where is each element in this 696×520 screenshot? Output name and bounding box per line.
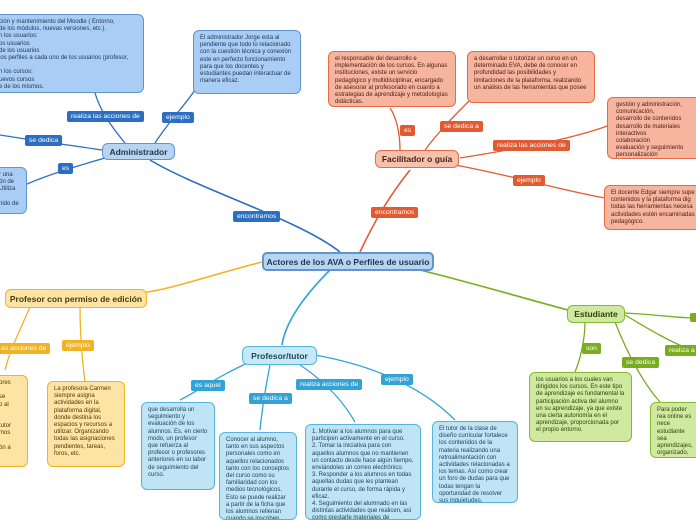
facilitador-title: Facilitador o guía (381, 154, 453, 164)
estudiante-right-tag (690, 313, 696, 322)
facilitador-dedica-note: a desarrollar o tutorizar un curso en un… (467, 51, 595, 103)
admin-acciones-note: ción y mantenimiento del Moodle ( Entorn… (0, 14, 144, 93)
estudiante-title: Estudiante (574, 309, 618, 319)
profesor-edicion-node[interactable]: Profesor con permiso de edición (5, 289, 147, 308)
link-fac-es (389, 107, 401, 151)
profesor-edicion-title: Profesor con permiso de edición (9, 293, 143, 304)
admin-es-note: r una ón de Utiliza nido de (0, 167, 27, 214)
estudiante-dedica-note: Para poder rea online es nece estudiante… (650, 402, 696, 458)
facilitador-ejemplo-note: El docente Edgar siempre supe contenidos… (604, 185, 696, 230)
edicion-acciones-note: ores se o al tutor mos ón a (0, 375, 28, 467)
edicion-ejemplo-tag: ejemplo (62, 340, 94, 351)
tutor-title: Profesor/tutor (251, 350, 308, 361)
admin-realiza-tag: realiza las acciones de (67, 111, 144, 122)
link-center-tutor (281, 269, 331, 346)
estudiante-son-tag: son (582, 343, 601, 354)
facilitador-realiza-tag: realiza las acciones de (493, 140, 570, 151)
facilitador-ejemplo-tag: ejemplo (513, 175, 545, 186)
facilitador-node[interactable]: Facilitador o guía (375, 150, 459, 168)
link-est-dedica (614, 321, 661, 403)
admin-title: Administrador (109, 146, 168, 157)
tutor-node[interactable]: Profesor/tutor (242, 346, 317, 365)
link-est-right (624, 312, 696, 319)
admin-ejemplo-note: El administrador Jorge esta al pendiente… (193, 30, 301, 94)
facilitador-acciones-note: gestión y administración, comunicación, … (607, 97, 696, 159)
tutor-esaquel-tag: es aquel (191, 380, 225, 391)
link-edicion-acciones (4, 306, 31, 371)
estudiante-realiza-tag: realiza a (665, 345, 696, 356)
estudiante-son-note: los usuarios a los cuales van dirigidos … (529, 372, 632, 442)
facilitador-es-tag: es (400, 125, 416, 136)
admin-encontramos-tag: encontramos (233, 211, 281, 222)
admin-es-tag: es (58, 163, 74, 174)
link-center-admin (149, 159, 341, 253)
tutor-ejemplo-note: El tutor de la clase de diseño curricula… (432, 421, 518, 503)
tutor-realiza-tag: realiza acciones de (296, 379, 363, 390)
link-admin-es (24, 157, 106, 186)
tutor-sededica-tag: se dedica a (249, 393, 292, 404)
link-est-son (574, 321, 586, 373)
link-center-edicion (139, 261, 263, 294)
tutor-esaquel-note: que desarrolla un seguimiento y evaluaci… (141, 402, 215, 490)
edicion-realiza-tag: as acciones de (0, 343, 51, 354)
estudiante-node[interactable]: Estudiante (567, 305, 625, 323)
admin-sededica-tag: se dedica (25, 135, 63, 146)
central-topic[interactable]: Actores de los AVA o Perfiles de usuario (262, 252, 434, 271)
central-topic-label: Actores de los AVA o Perfiles de usuario (266, 256, 430, 267)
estudiante-sededica-tag: se dedica (622, 357, 660, 368)
tutor-ejemplo-tag: ejemplo (381, 374, 413, 385)
facilitador-es-note: el responsable del desarrollo e implemen… (328, 51, 456, 107)
admin-ejemplo-tag: ejemplo (162, 112, 194, 123)
link-center-estudiante (419, 269, 569, 311)
edicion-ejemplo-note: La profesora Carmen siempre asigna activ… (47, 381, 125, 467)
facilitador-sededica-tag: se dedica a (440, 121, 483, 132)
tutor-dedica-note: Conocer al alumno, tanto en sus aspectos… (219, 432, 297, 520)
facilitador-encontramos-tag: encontramos (371, 207, 419, 218)
link-tutor-acciones (299, 364, 356, 423)
tutor-acciones-note: 1. Motivar a los alumnos para que partic… (305, 424, 421, 520)
admin-node[interactable]: Administrador (102, 143, 175, 160)
